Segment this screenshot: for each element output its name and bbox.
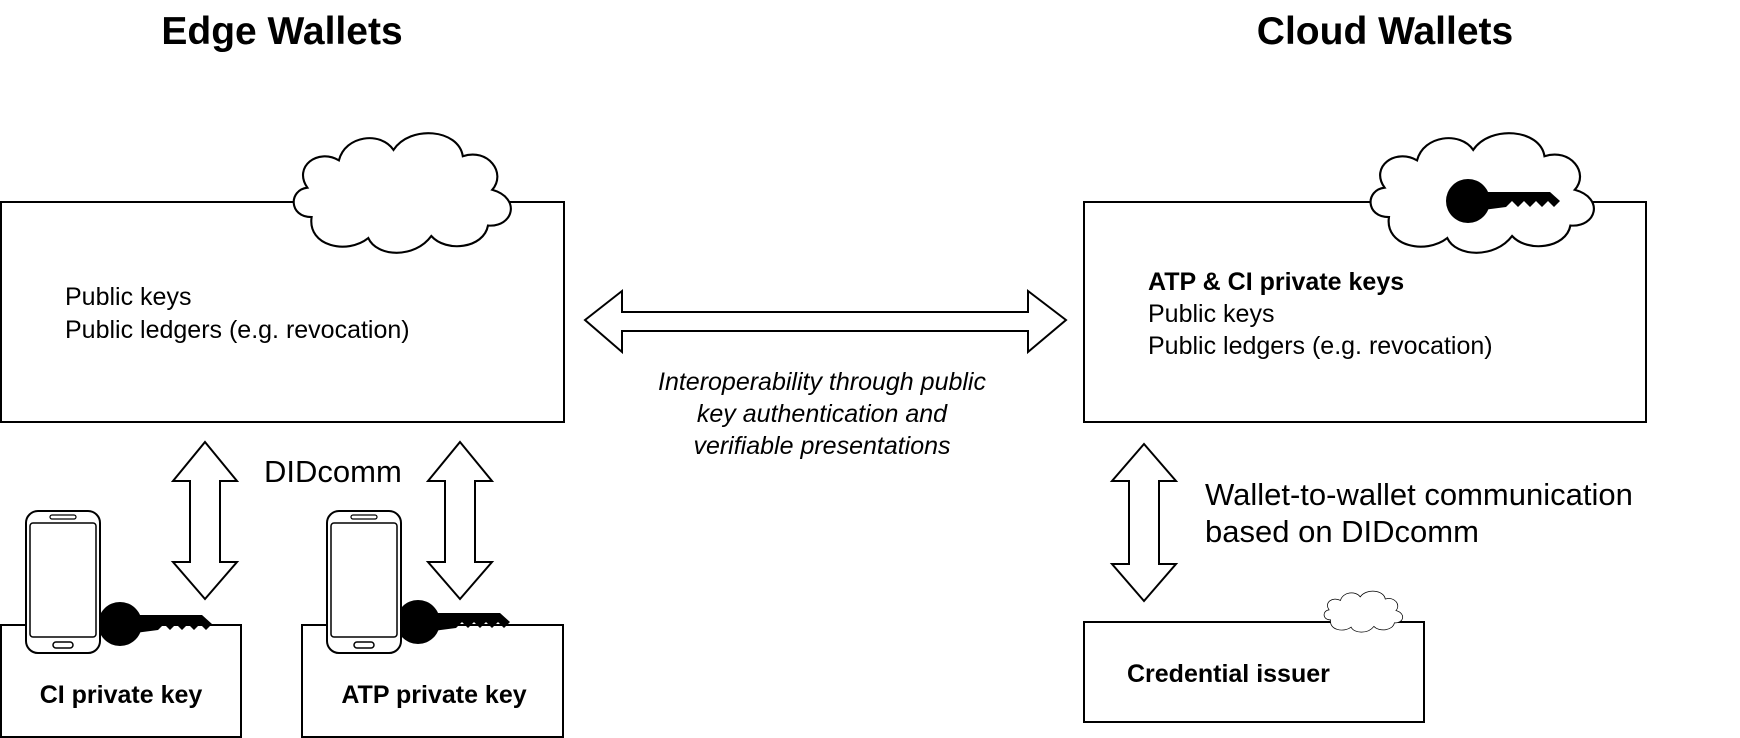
cloud-public-keys-text: Public keys <box>1148 300 1274 328</box>
edge-public-ledgers-text: Public ledgers (e.g. revocation) <box>65 316 410 344</box>
credential-issuer-label: Credential issuer <box>1127 660 1330 688</box>
edge-cloud-icon <box>292 132 512 254</box>
interop-line-1: Interoperability through public <box>658 368 986 396</box>
issuer-cloud-icon <box>1323 590 1404 633</box>
wallet-comm-line-2: based on DIDcomm <box>1205 514 1479 549</box>
cloud-wallets-title: Cloud Wallets <box>1257 10 1513 53</box>
wallet-comm-line-1: Wallet-to-wallet communication <box>1205 477 1633 512</box>
cloud-public-ledgers-text: Public ledgers (e.g. revocation) <box>1148 332 1493 360</box>
wallet-to-wallet-arrow <box>1109 442 1179 603</box>
ci-didcomm-arrow <box>170 440 240 601</box>
ci-phone-icon <box>25 510 101 654</box>
atp-private-key-label: ATP private key <box>341 681 526 709</box>
cloud-private-keys-text: ATP & CI private keys <box>1148 268 1404 296</box>
interoperability-arrow <box>583 288 1068 355</box>
didcomm-label: DIDcomm <box>264 454 402 489</box>
edge-wallets-title: Edge Wallets <box>161 10 402 53</box>
interop-line-2: key authentication and <box>697 400 948 428</box>
interop-line-3: verifiable presentations <box>693 432 950 460</box>
ci-private-key-label: CI private key <box>40 681 203 709</box>
credential-issuer-box <box>1083 621 1425 723</box>
atp-didcomm-arrow <box>425 440 495 601</box>
edge-public-keys-text: Public keys <box>65 283 191 311</box>
atp-phone-icon <box>326 510 402 654</box>
